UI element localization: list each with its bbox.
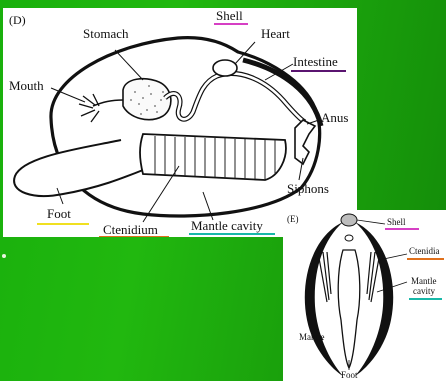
siphons-shape — [295, 120, 315, 164]
pericardium — [345, 235, 353, 241]
label-mouth: Mouth — [9, 78, 44, 93]
label-ctenidia-e: Ctenidia — [409, 246, 440, 256]
ctenidia-right — [367, 252, 379, 302]
label-shell-e: Shell — [387, 217, 406, 227]
label-mantle-cavity-e-1: Mantle — [411, 276, 437, 286]
label-foot-e: Foot — [341, 370, 358, 380]
label-mantle-e: Mantle — [299, 332, 325, 342]
left-valve — [305, 222, 343, 376]
label-intestine: Intestine — [293, 54, 338, 69]
bivalve-lateral-svg: (D) Stomach Shell Heart Intestine Mouth … — [3, 8, 357, 237]
ctenidia-left — [319, 252, 331, 302]
heart-shape — [213, 60, 237, 76]
label-foot: Foot — [47, 206, 71, 221]
label-anus: Anus — [321, 110, 348, 125]
panel-d-label: (D) — [9, 13, 26, 27]
bivalve-cross-section-svg: (E) Shell Ctenidia Mantle cavity Mantle … — [283, 210, 446, 381]
underline-mantle-cavity — [189, 233, 275, 235]
bullet-dot — [2, 254, 6, 258]
underline-shell — [214, 23, 248, 25]
shell-outline — [51, 38, 320, 216]
intestine-tube — [165, 73, 305, 122]
label-heart: Heart — [261, 26, 290, 41]
underline-ctenidium — [99, 236, 169, 237]
underline-shell-e — [385, 228, 419, 230]
ctenidium-shape — [140, 134, 286, 180]
hinge-ligament — [341, 214, 357, 226]
bivalve-lateral-diagram: (D) Stomach Shell Heart Intestine Mouth … — [3, 8, 357, 237]
visceral-mass — [338, 250, 360, 368]
label-siphons: Siphons — [287, 181, 329, 196]
foot-shape — [14, 140, 143, 196]
mouth-palps — [79, 94, 99, 122]
stomach-shape — [123, 79, 171, 120]
underline-ctenidia-e — [407, 258, 444, 260]
panel-e-label: (E) — [287, 214, 299, 224]
label-ctenidium: Ctenidium — [103, 222, 158, 237]
underline-mantle-cavity-e — [409, 298, 442, 300]
underline-intestine — [291, 70, 346, 72]
label-stomach: Stomach — [83, 26, 129, 41]
right-valve — [355, 222, 393, 376]
label-mantle-cavity-e-2: cavity — [413, 286, 435, 296]
underline-foot — [37, 223, 89, 225]
label-mantle-cavity: Mantle cavity — [191, 218, 263, 233]
bivalve-cross-section-diagram: (E) Shell Ctenidia Mantle cavity Mantle … — [283, 210, 446, 381]
label-shell: Shell — [216, 8, 243, 23]
